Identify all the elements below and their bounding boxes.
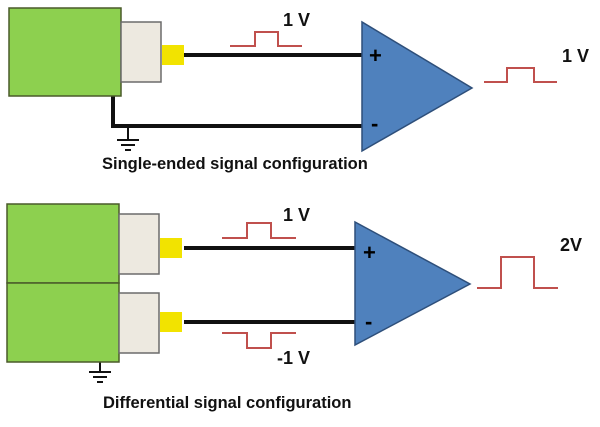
signal-source-device-bottom (6, 282, 120, 363)
connector-pin-bottom (160, 312, 182, 332)
amplifier (361, 20, 474, 153)
positive-input-pulse (222, 222, 296, 239)
connector-pin-top (160, 238, 182, 258)
connector-pin (162, 45, 184, 65)
output-voltage-label: 2V (560, 235, 582, 255)
connector-top (118, 213, 160, 275)
differential-caption: Differential signal configuration (103, 394, 351, 412)
input-pulse (230, 31, 302, 47)
minus-symbol: - (371, 111, 378, 136)
negative-input-pulse (222, 332, 296, 349)
single-ended-caption: Single-ended signal configuration (102, 155, 368, 173)
differential-amplifier (354, 220, 472, 347)
plus-symbol: + (369, 43, 382, 68)
signal-source-device (8, 7, 122, 97)
plus-symbol: + (363, 240, 376, 265)
output-voltage-label: 1 V (562, 46, 589, 66)
single-ended-diagram: 1 V + - 1 V Single-ended signal configur… (8, 7, 589, 173)
differential-diagram: 1 V -1 V + - 2V Differential signal conf… (6, 203, 582, 412)
signal-source-device-top (6, 203, 120, 284)
ground-symbol (117, 126, 139, 151)
connector (120, 21, 162, 83)
return-wire (111, 95, 362, 128)
negative-input-voltage-label: -1 V (277, 348, 310, 368)
output-pulse (484, 67, 557, 83)
input-voltage-label: 1 V (283, 10, 310, 30)
connector-bottom (118, 292, 160, 354)
positive-input-voltage-label: 1 V (283, 205, 310, 225)
minus-symbol: - (365, 309, 372, 334)
ground-symbol (89, 371, 111, 383)
output-pulse (477, 256, 558, 289)
